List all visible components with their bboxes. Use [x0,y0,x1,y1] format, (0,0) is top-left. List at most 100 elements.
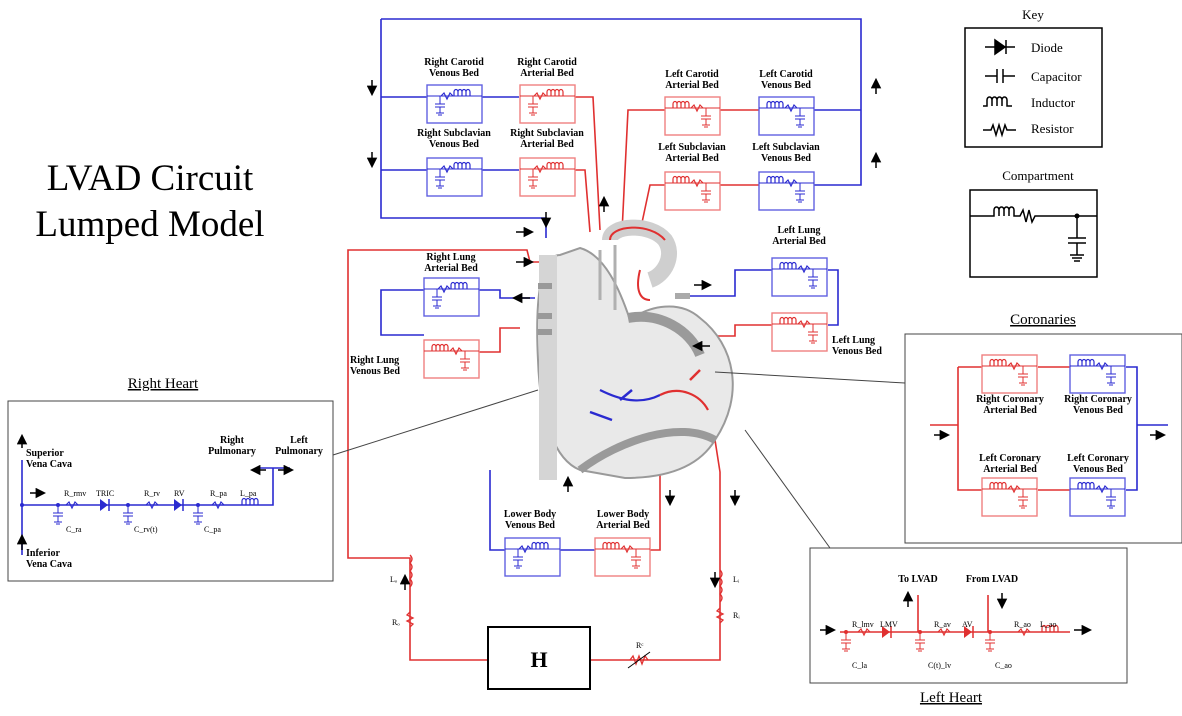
node-dot [56,503,60,507]
capacitor-icon [985,69,1015,83]
resistor-icon [533,91,547,101]
bed-label: Right Lung [350,355,399,366]
wire-right-lung-ven [474,327,520,353]
diode-icon [985,38,1015,56]
capacitor-icon [435,96,445,116]
bed-label: Arterial Bed [596,520,650,531]
capacitor-icon [1106,489,1116,509]
r-lmv-label: R_lmv [852,620,874,629]
r-rmv-label: R_rmv [64,489,86,498]
bed-label: Venous Bed [832,346,882,357]
wire-right-lung-art [474,289,535,299]
diode-icon [174,499,182,511]
key-diode-label: Diode [1031,40,1063,55]
left-heart-panel: Left Heart To LVAD From LVAD R_lmv LMV R… [809,547,1128,706]
capacitor-icon [631,549,641,569]
callout-left-heart [744,429,831,549]
right-pulmonary-label-1: Right [220,435,245,446]
capacitor-icon [701,183,711,203]
flow-red-2 [689,369,701,381]
flow-blue-1 [599,389,661,402]
bed-label: Arterial Bed [983,405,1037,416]
bed-label: Left Subclavian [658,142,726,153]
resistor-icon [518,544,532,554]
wire-left-lung-art [690,269,772,297]
bed-label: Venous Bed [350,366,400,377]
node-dot [196,503,200,507]
bed-label: Arterial Bed [665,80,719,91]
coronaries-panel: Coronaries [904,312,1182,544]
capacitor-icon [841,632,851,652]
bed-label: Venous Bed [505,520,555,531]
capacitor-icon [528,169,538,189]
inferior-label-2: Vena Cava [26,559,72,570]
inductor-icon [602,541,620,549]
left-pulmonary-label-1: Left [290,435,308,446]
wire-lc-art [621,109,665,233]
left-heart-schematic [841,624,1059,652]
lmv-label: LMV [880,620,898,629]
right-heart-schematic [20,497,259,525]
from-lvad-label: From LVAD [966,574,1018,585]
capacitor-icon [193,505,203,525]
callout-coronaries [714,371,906,384]
capacitor-icon [528,96,538,116]
diode-icon [882,626,890,638]
ro-label: Rₒ [392,618,400,627]
bed-label: Lower Body [597,509,649,520]
compartment-title: Compartment [1002,168,1074,183]
capacitor-icon [915,632,925,652]
variable-arrow [627,651,651,669]
ri-label: Rᵢ [733,611,740,620]
wire-cor-venous [1126,366,1138,491]
flow-blue-3 [619,389,633,401]
inductor-icon [989,358,1007,366]
title-line-1: LVAD Circuit [47,158,254,199]
inductor-icon [983,96,1012,107]
bed-label: Right Coronary [1064,394,1132,405]
bed-label: Venous Bed [761,80,811,91]
bed-label: Left Coronary [1067,453,1129,464]
rc-label: Rᶜ [636,641,643,650]
c-ra-label: C_ra [66,525,82,534]
capacitor-icon [460,351,470,371]
resistor-icon [620,544,634,554]
r-pa-label: R_pa [210,489,227,498]
inductor-icon [1077,358,1095,366]
wire-cor-left-branch [957,367,982,491]
c-pa-label: C_pa [204,525,221,534]
resistor-icon [690,178,704,188]
capacitor-icon [123,505,133,525]
inductor-icon [1041,624,1059,632]
flow-red-3 [637,269,651,301]
key-resistor-label: Resistor [1031,121,1074,136]
right-heart-title: Right Heart [128,376,199,392]
r-rv-label: R_rv [144,489,160,498]
heart-septum-lower [577,428,717,474]
bed-label: Arterial Bed [520,139,574,150]
bed-label: Right Carotid [517,57,577,68]
bed-label: Left Lung [777,225,820,236]
bed-label: Arterial Bed [772,236,826,247]
inductor-icon [989,481,1007,489]
lvad-pump: H Lₒ Rₒ Lᵢ Rᵢ Rᶜ [390,575,740,690]
superior-label-2: Vena Cava [26,459,72,470]
aortic-arch-flow [609,226,666,241]
capacitor-icon [985,632,995,652]
left-heart-title: Left Heart [920,690,983,706]
capacitor-icon [432,289,442,309]
inductor-icon [531,541,549,549]
inductor-icon [409,554,413,588]
key-legend: Key Diode Capacitor Inductor Resistor [964,7,1103,148]
resistor-icon [690,103,704,113]
bed-label: Right Lung [426,252,475,263]
tric-label: TRIC [96,489,114,498]
capacitor-icon [808,324,818,344]
bed-label: Arterial Bed [424,263,478,274]
